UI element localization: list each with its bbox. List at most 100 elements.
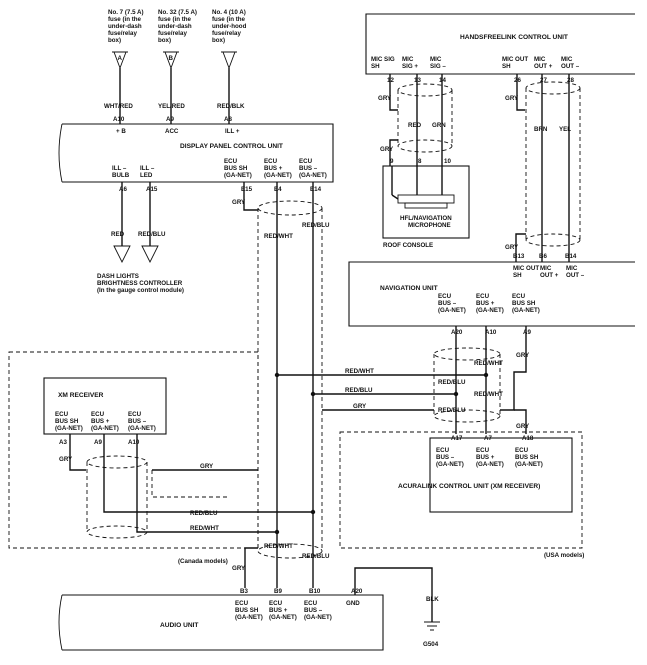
wire-color-label: BRN bbox=[534, 126, 548, 133]
pin-label: B9 bbox=[274, 588, 282, 595]
diagram-label: AUDIO UNIT bbox=[160, 622, 198, 629]
diagram-label: G504 bbox=[423, 641, 439, 648]
diagram-label: BUS – bbox=[128, 418, 147, 425]
diagram-label: ECU bbox=[264, 158, 278, 165]
wire-color-label: RED/BLU bbox=[438, 407, 466, 414]
pin-label: 26 bbox=[514, 77, 521, 84]
diagram-label: BUS + bbox=[91, 418, 110, 425]
microphone-wiring: GRY RED GRN GRY 9 8 10 HFL/NAVIGATION MI… bbox=[378, 74, 470, 249]
diagram-label: BUS SH bbox=[235, 607, 259, 614]
diagram-label: BUS + bbox=[264, 165, 283, 172]
diagram-label: fuse (in the bbox=[108, 16, 142, 23]
diagram-label: BUS + bbox=[476, 454, 495, 461]
diagram-label: B bbox=[169, 55, 174, 62]
audio-unit: B3 B9 B10 A20 ECU BUS SH (GA-NET) ECU BU… bbox=[58, 588, 384, 651]
diagram-label: GND bbox=[346, 600, 360, 607]
navigation-unit: MIC OUT SH MIC OUT + MIC OUT – NAVIGATIO… bbox=[348, 261, 635, 336]
pin-label: A18 bbox=[522, 435, 534, 442]
diagram-label: fuse/relay bbox=[108, 30, 137, 37]
diagram-label: ILL – bbox=[112, 165, 127, 172]
wire-color-label: GRY bbox=[232, 565, 246, 572]
diagram-label: SH bbox=[371, 63, 380, 70]
pin-label: 13 bbox=[414, 77, 421, 84]
diagram-label: (GA-NET) bbox=[299, 172, 327, 179]
diagram-label: MICROPHONE bbox=[408, 222, 451, 229]
diagram-label: BUS SH bbox=[512, 300, 536, 307]
diagram-label: BUS SH bbox=[515, 454, 539, 461]
pin-label: 12 bbox=[387, 77, 394, 84]
pin-label: A20 bbox=[351, 588, 363, 595]
pin-label: B13 bbox=[513, 253, 525, 260]
wire-color-label: RED/WHT bbox=[190, 525, 219, 532]
diagram-label: SH bbox=[513, 272, 522, 279]
diagram-label: MIC bbox=[540, 265, 552, 272]
diagram-label: ECU bbox=[55, 411, 69, 418]
pin-label: A17 bbox=[451, 435, 463, 442]
nav-acuralink-wiring: RED/BLU RED/WHT RED/BLU RED/WHT GRY GRY bbox=[433, 326, 530, 434]
diagram-label: box) bbox=[108, 37, 121, 44]
diagram-label: LED bbox=[140, 172, 153, 179]
diagram-label: ECU bbox=[269, 600, 283, 607]
diagram-label: under-hood bbox=[212, 23, 247, 30]
diagram-label: (GA-NET) bbox=[235, 614, 263, 621]
wire-color-label: GRY bbox=[380, 146, 394, 153]
diagram-label: A bbox=[118, 55, 123, 62]
diagram-label: (GA-NET) bbox=[224, 172, 252, 179]
diagram-label: ECU bbox=[512, 293, 526, 300]
diagram-label: OUT – bbox=[561, 63, 580, 70]
diagram-label: BUS SH bbox=[55, 418, 79, 425]
diagram-label: fuse (in the bbox=[158, 16, 192, 23]
diagram-label: ACC bbox=[165, 128, 179, 135]
pin-label: E4 bbox=[274, 186, 282, 193]
diagram-label: (GA-NET) bbox=[438, 307, 466, 314]
mic-out-wiring: GRY BRN YEL GRY B13 B6 B14 bbox=[505, 74, 581, 262]
diagram-label: SH bbox=[502, 63, 511, 70]
pin-label: E14 bbox=[310, 186, 322, 193]
bus-crossover-wires: RED/WHT RED/BLU GRY bbox=[274, 368, 489, 411]
pin-label: B10 bbox=[309, 588, 321, 595]
xm-wiring: GRY RED/BLU RED/WHT GRY bbox=[59, 434, 316, 539]
diagram-label: BUS – bbox=[436, 454, 455, 461]
wire-color-label: RED/WHT bbox=[345, 368, 374, 375]
pin-label: A6 bbox=[119, 186, 127, 193]
diagram-label: under-dash bbox=[158, 23, 192, 30]
diagram-label: No. 7 (7.5 A) bbox=[108, 9, 144, 16]
wire-color-label: RED bbox=[408, 122, 422, 129]
diagram-label: fuse/relay bbox=[158, 30, 187, 37]
diagram-label: DISPLAY PANEL CONTROL UNIT bbox=[180, 143, 283, 150]
pin-label: A10 bbox=[128, 439, 140, 446]
fuse-labels: No. 7 (7.5 A) fuse (in the under-dash fu… bbox=[108, 9, 247, 44]
diagram-label: (USA models) bbox=[544, 552, 584, 559]
pin-label: A9 bbox=[94, 439, 102, 446]
diagram-label: MIC OUT bbox=[502, 56, 528, 63]
handsfreelink-control-unit: HANDSFREELINK CONTROL UNIT MIC SIG SH MI… bbox=[365, 13, 635, 84]
pin-label: A3 bbox=[59, 439, 67, 446]
diagram-label: MIC bbox=[561, 56, 573, 63]
diagram-label: (GA-NET) bbox=[55, 425, 83, 432]
wire-color-label: RED/WHT bbox=[264, 543, 293, 550]
pin-label: A15 bbox=[146, 186, 158, 193]
diagram-label: (GA-NET) bbox=[512, 307, 540, 314]
diagram-label: ECU bbox=[299, 158, 313, 165]
diagram-label: under-dash bbox=[108, 23, 142, 30]
ganet-bus-verticals: GRY RED/WHT RED/BLU RED/WHT RED/BLU bbox=[232, 182, 330, 588]
diagram-label: MIC OUT bbox=[513, 265, 539, 272]
diagram-label: (GA-NET) bbox=[91, 425, 119, 432]
wire-color-label: GRY bbox=[353, 403, 367, 410]
diagram-label: SIG + bbox=[402, 63, 418, 70]
wire-color-label: GRY bbox=[516, 352, 530, 359]
diagram-label: (GA-NET) bbox=[476, 461, 504, 468]
diagram-label: DASH LIGHTS bbox=[97, 273, 139, 280]
diagram-label: OUT + bbox=[534, 63, 553, 70]
diagram-label: ILL – bbox=[140, 165, 155, 172]
diagram-label: (In the gauge control module) bbox=[97, 287, 184, 294]
fuse-symbols: A B bbox=[112, 51, 237, 70]
diagram-label: MIC bbox=[534, 56, 546, 63]
dash-light-wires: RED RED/BLU DASH LIGHTS BRIGHTNESS CONTR… bbox=[97, 182, 184, 294]
wire-color-label: RED/BLU bbox=[138, 231, 166, 238]
diagram-label: (GA-NET) bbox=[304, 614, 332, 621]
diagram-label: BUS – bbox=[304, 607, 323, 614]
diagram-label: HFL/NAVIGATION bbox=[400, 215, 452, 222]
wire-color-label: RED/BLU bbox=[190, 510, 218, 517]
wire-color-label: GRY bbox=[505, 95, 519, 102]
